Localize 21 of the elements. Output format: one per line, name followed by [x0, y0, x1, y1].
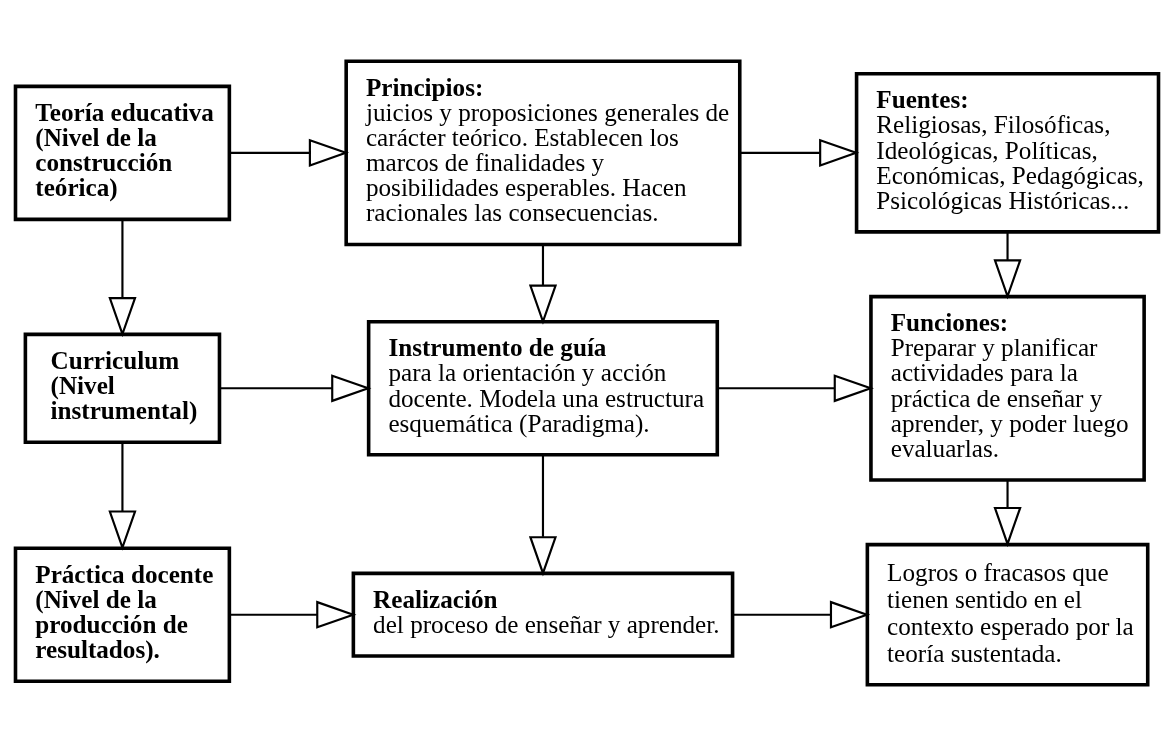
- node-box: Fuentes: Religiosas, Filosóficas, Ideológicas, Políticas, Económicas, Pedagógicas, Psicológicas Históricas...: [854, 71, 1161, 234]
- arrow: [108, 442, 137, 551]
- arrow: [732, 600, 871, 629]
- node-box: Curriculum (Nivel instrumental): [23, 332, 222, 444]
- arrow: [993, 232, 1022, 300]
- node-box: Práctica docente (Nivel de la producción de resultados).: [13, 546, 232, 683]
- arrow: [528, 245, 558, 325]
- arrow: [229, 138, 350, 167]
- arrow: [717, 374, 874, 403]
- arrow: [528, 455, 558, 577]
- arrow: [219, 374, 372, 403]
- node-box: Realización del proceso de enseñar y aprender.: [351, 571, 735, 658]
- arrow: [993, 480, 1022, 548]
- node-box: Instrumento de guía para la orientación y acción docente. Modela una estructura esquemática (Paradigma).: [366, 320, 720, 457]
- arrow: [229, 600, 357, 629]
- node-box: Funciones: Preparar y planificar actividades para la práctica de enseñar y aprender, y poder luego evaluarlas.: [869, 294, 1146, 482]
- arrow: [740, 138, 860, 167]
- node-box: Principios: juicios y proposiciones generales de carácter teórico. Establecen los marcos de finalidades y posibilidades esperables. Hacen racionales las consecuencias.: [344, 59, 742, 247]
- node-box: Teoría educativa (Nivel de la construcción teórica): [13, 84, 232, 222]
- arrow: [108, 219, 137, 338]
- node-box: Logros o fracasos que tienen sentido en el contexto esperado por la teoría sustentada.: [865, 542, 1150, 687]
